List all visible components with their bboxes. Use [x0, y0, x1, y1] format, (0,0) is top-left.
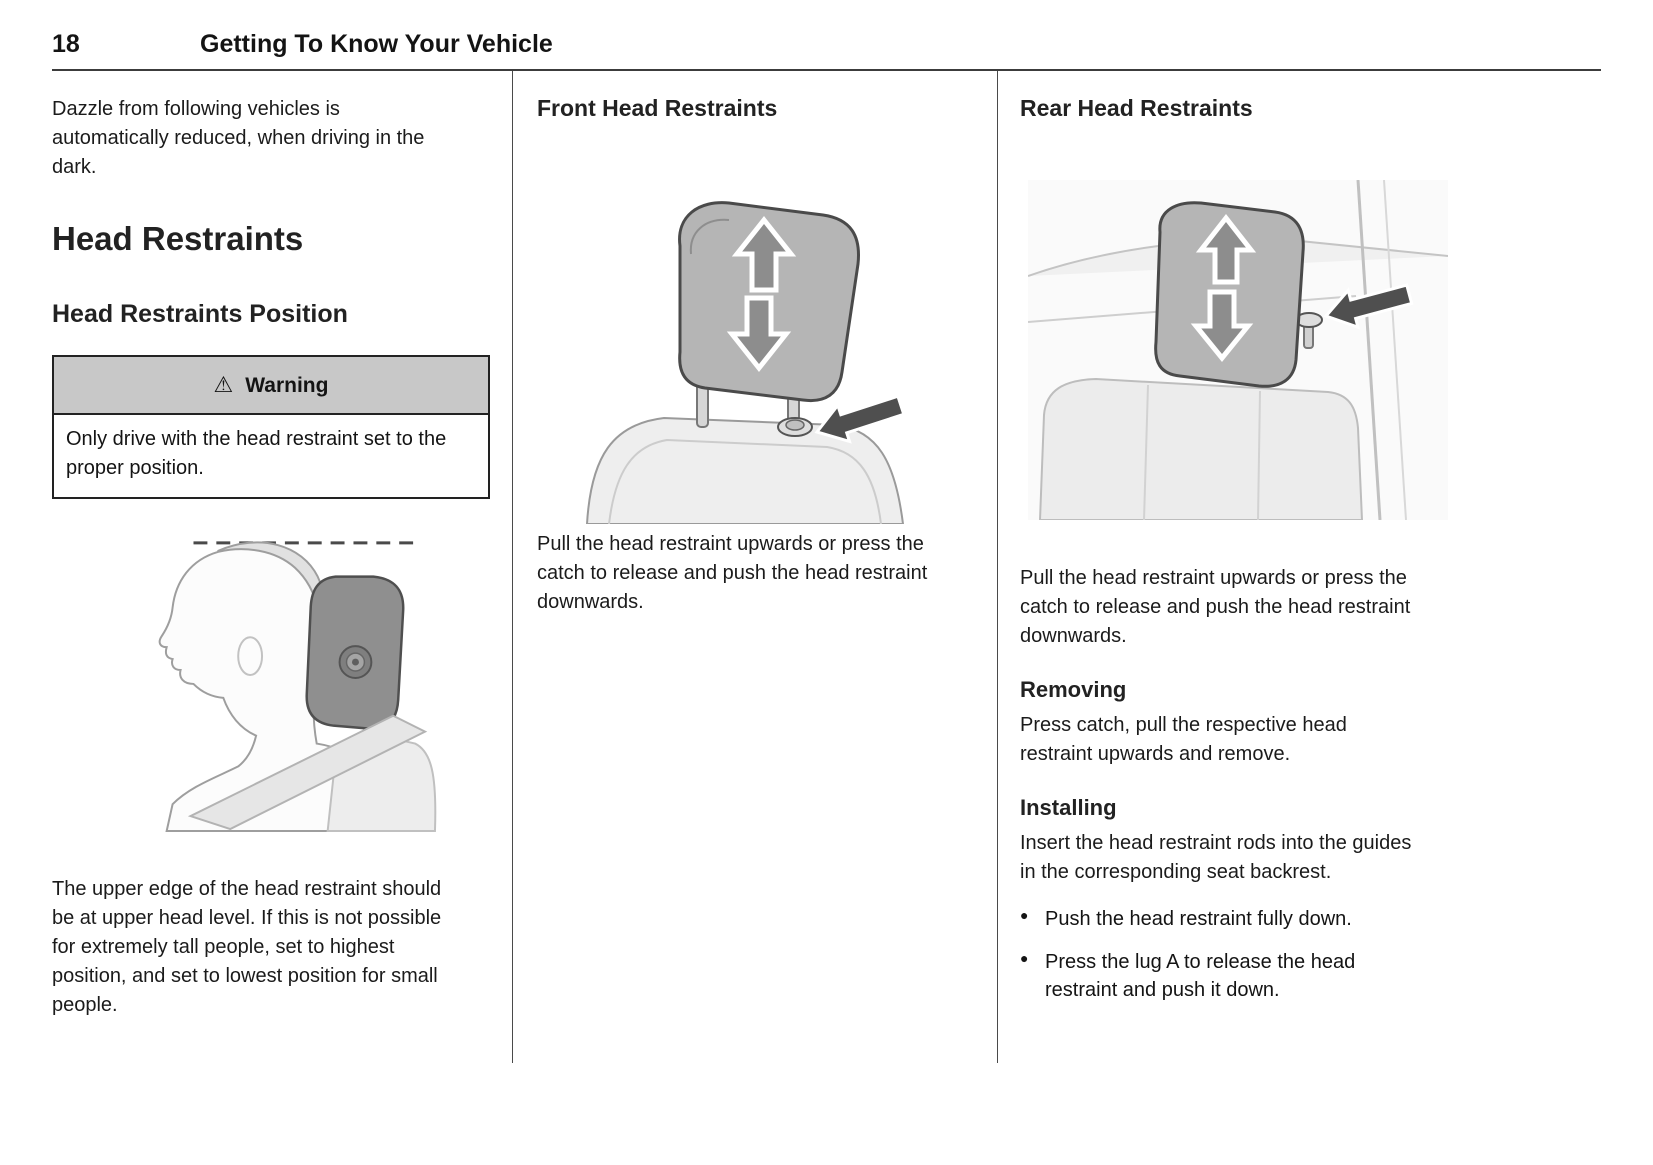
- content-columns: Dazzle from following vehicles is automa…: [52, 71, 1601, 1063]
- column-middle: Front Head Restraints: [512, 71, 997, 1063]
- head-profile-drawing: [158, 541, 437, 833]
- front-headrest-drawing: [585, 201, 906, 525]
- seat-crease-left: [1143, 384, 1149, 521]
- warning-title: Warning: [245, 374, 329, 397]
- warning-text: Only drive with the head restraint set t…: [66, 428, 447, 479]
- rear-instructions-paragraph: Pull the head restraint upwards or press…: [1020, 567, 1411, 647]
- release-catch-inner: [785, 419, 805, 431]
- position-paragraph: The upper edge of the head restraint sho…: [52, 878, 442, 1016]
- catch-pointer-arrow-icon: [814, 394, 906, 444]
- installing-heading: Installing: [1020, 795, 1117, 820]
- arrow-up-icon: [731, 215, 797, 293]
- arrow-down-icon: [1190, 289, 1254, 362]
- front-head-restraint-illustration: [539, 184, 959, 525]
- front-head-restraints-heading: Front Head Restraints: [537, 95, 778, 121]
- page-number: 18: [52, 30, 80, 58]
- pillar-line-2: [1383, 179, 1407, 521]
- page-header: 18 Getting To Know Your Vehicle: [52, 30, 1601, 71]
- subsection-heading-position: Head Restraints Position: [52, 300, 348, 328]
- manual-page: 18 Getting To Know Your Vehicle Dazzle f…: [0, 0, 1653, 1063]
- section-heading-head-restraints: Head Restraints: [52, 220, 304, 257]
- removing-paragraph: Press catch, pull the respective head re…: [1020, 714, 1347, 765]
- arrow-up-icon: [1195, 213, 1257, 285]
- installing-paragraph: Insert the head restraint rods into the …: [1020, 832, 1412, 883]
- seatback-shape: [585, 416, 905, 525]
- intro-paragraph: Dazzle from following vehicles is automa…: [52, 98, 425, 178]
- seatbelt-shape: [187, 714, 428, 831]
- headrest-highlight: [689, 218, 730, 255]
- warning-box-header: ⚠ Warning: [54, 357, 488, 415]
- column-right: Rear Head Restraints: [997, 71, 1601, 1063]
- removing-heading: Removing: [1020, 677, 1127, 702]
- pillar-line: [1356, 179, 1382, 521]
- column-left: Dazzle from following vehicles is automa…: [52, 71, 512, 1063]
- page-header-title: Getting To Know Your Vehicle: [200, 30, 553, 58]
- warning-box: ⚠ Warning Only drive with the head restra…: [52, 355, 490, 499]
- seatback-contour: [608, 438, 882, 525]
- list-item: Press the lug A to release the head rest…: [1020, 948, 1420, 1004]
- list-item: Push the head restraint fully down.: [1020, 905, 1420, 933]
- rear-seatback-shape: [1038, 377, 1364, 521]
- rear-head-restraints-heading: Rear Head Restraints: [1020, 95, 1253, 121]
- rear-headrest-drawing: [1027, 179, 1449, 521]
- warning-triangle-icon: ⚠: [213, 372, 234, 397]
- head-restraint-position-illustration: [78, 515, 463, 833]
- ear-shape: [237, 636, 264, 676]
- arrow-down-icon: [726, 295, 792, 373]
- front-instructions-paragraph: Pull the head restraint upwards or press…: [537, 533, 928, 613]
- headrest-knob-center: [351, 658, 359, 666]
- catch-pointer-arrow-icon: [1323, 283, 1414, 330]
- installing-steps-list: Push the head restraint fully down. Pres…: [1020, 905, 1595, 1004]
- seat-crease-right: [1257, 390, 1261, 521]
- rear-head-restraint-illustration: [1027, 179, 1449, 521]
